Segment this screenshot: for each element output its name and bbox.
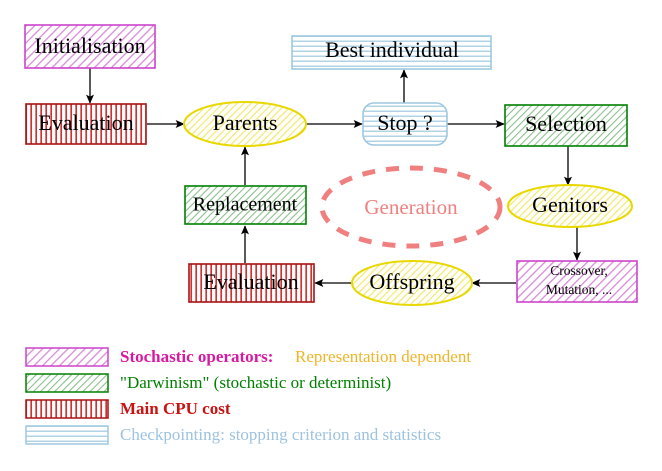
initialisation-box[interactable] bbox=[24, 24, 156, 69]
diagram-edges bbox=[85, 68, 582, 288]
evaluation-top-label: Evaluation bbox=[38, 110, 133, 135]
offspring-label: Offspring bbox=[369, 269, 454, 294]
node-selection[interactable]: Selection bbox=[504, 104, 628, 147]
genitors-ellipse[interactable] bbox=[507, 184, 633, 228]
node-generation: Generation bbox=[319, 165, 503, 249]
parents-label: Parents bbox=[213, 110, 278, 135]
genitors-label: Genitors bbox=[532, 192, 608, 217]
legend-item-main-cpu-cost: Main CPU cost bbox=[25, 399, 231, 419]
generation-label: Generation bbox=[364, 195, 458, 219]
selection-label: Selection bbox=[525, 111, 607, 136]
legend-swatch-green bbox=[25, 373, 109, 393]
legend-item-checkpointing: Checkpointing: stopping criterion and st… bbox=[25, 425, 441, 445]
best-individual-label: Best individual bbox=[325, 37, 459, 62]
stop-label: Stop ? bbox=[377, 110, 433, 135]
crossover-label-line1: Crossover, bbox=[550, 263, 608, 278]
node-replacement[interactable]: Replacement bbox=[184, 185, 307, 225]
node-offspring[interactable]: Offspring bbox=[351, 260, 473, 306]
node-genitors[interactable]: Genitors bbox=[507, 184, 633, 228]
legend-label-main-cpu-cost: Main CPU cost bbox=[120, 399, 231, 418]
legend-item-darwinism: "Darwinism" (stochastic or determinist) bbox=[25, 373, 391, 393]
crossover-box[interactable] bbox=[516, 260, 638, 303]
stop-box[interactable] bbox=[362, 102, 448, 146]
legend-swatch-red bbox=[25, 399, 109, 419]
crossover-label-line2: Mutation, ... bbox=[546, 282, 612, 297]
selection-box[interactable] bbox=[504, 104, 628, 147]
evaluation-top-box[interactable] bbox=[25, 103, 147, 145]
legend-label-darwinism: "Darwinism" (stochastic or determinist) bbox=[120, 373, 391, 392]
legend-label-checkpointing: Checkpointing: stopping criterion and st… bbox=[120, 425, 441, 444]
legend-swatch-magenta bbox=[25, 347, 109, 367]
replacement-label: Replacement bbox=[193, 194, 298, 216]
parents-ellipse[interactable] bbox=[183, 101, 307, 147]
replacement-box[interactable] bbox=[184, 185, 307, 225]
node-crossover-mutation[interactable]: Crossover, Mutation, ... bbox=[516, 260, 638, 303]
legend-label-stochastic-operators: Stochastic operators: bbox=[120, 347, 273, 366]
node-stop[interactable]: Stop ? bbox=[362, 102, 448, 146]
legend: Stochastic operators: Representation dep… bbox=[25, 347, 471, 445]
offspring-ellipse[interactable] bbox=[351, 260, 473, 306]
best-individual-box[interactable] bbox=[291, 35, 492, 70]
legend-item-stochastic-operators: Stochastic operators: Representation dep… bbox=[25, 347, 471, 367]
generation-dashed-ellipse bbox=[319, 165, 503, 249]
evaluation-bottom-label: Evaluation bbox=[203, 269, 298, 294]
evaluation-bottom-box[interactable] bbox=[188, 263, 315, 303]
legend-swatch-blue bbox=[25, 425, 109, 445]
legend-label-representation-dependent: Representation dependent bbox=[295, 347, 471, 366]
node-parents[interactable]: Parents bbox=[183, 101, 307, 147]
node-evaluation-top[interactable]: Evaluation bbox=[25, 103, 147, 145]
node-initialisation[interactable]: Initialisation bbox=[24, 24, 156, 69]
initialisation-label: Initialisation bbox=[34, 33, 145, 58]
node-evaluation-bottom[interactable]: Evaluation bbox=[188, 263, 315, 303]
node-best-individual[interactable]: Best individual bbox=[291, 35, 492, 70]
